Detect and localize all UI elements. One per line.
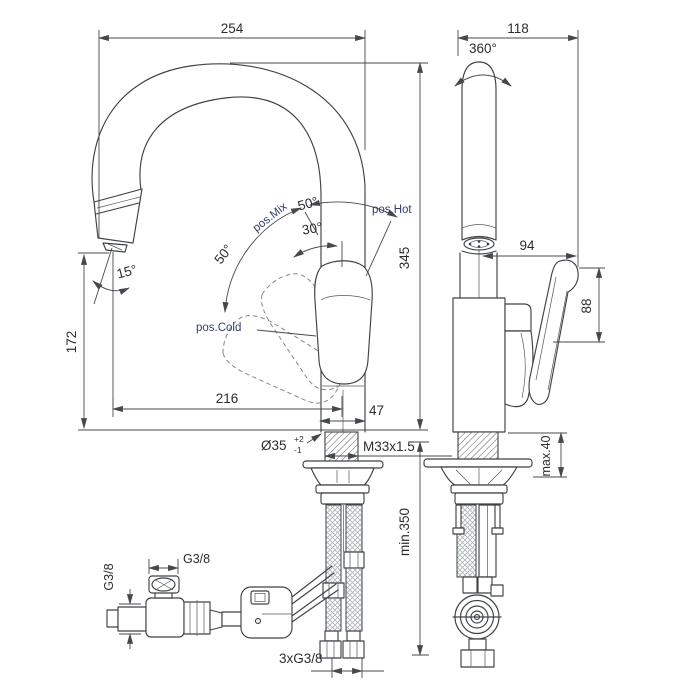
dim-spout-tilt-label: 15° <box>115 262 139 282</box>
handle-ghost-cold <box>222 315 342 404</box>
dim-hole-tol-plus: +2 <box>294 434 304 444</box>
dim-hole-tol-minus: -1 <box>294 445 302 455</box>
pos-hot-label: pos.Hot <box>372 204 412 216</box>
dim-valve-thread-top-label: G3/8 <box>183 552 210 566</box>
body-side <box>452 297 534 433</box>
hoses-front <box>319 504 365 659</box>
mounting-screw-right <box>494 504 501 529</box>
dim-hose-connections-label: 3xG3/8 <box>279 651 323 666</box>
side-view <box>423 61 579 668</box>
hose-nut-side <box>460 649 495 668</box>
dim-body-width: 47 <box>318 403 384 425</box>
deck-plate-side <box>423 458 533 505</box>
dim-shank-thread-label: M33x1.5 <box>363 439 415 454</box>
dim-mounting-hole: Ø35 +2 -1 <box>261 433 322 455</box>
dim-deck-thickness-label: max.40 <box>539 435 553 476</box>
dim-overall-width-label: 254 <box>221 21 244 36</box>
shank-side <box>457 431 499 461</box>
check-valve-block <box>240 586 293 639</box>
swivel-annotation: 360° <box>454 41 512 87</box>
dim-body-width-label: 47 <box>369 403 384 418</box>
valve-left-cap <box>106 609 119 628</box>
escutcheon-front <box>302 460 384 505</box>
handle-side <box>528 259 579 405</box>
front-view <box>91 63 384 659</box>
dim-total-height-label: 345 <box>397 247 412 270</box>
dim-overall-depth: 118 <box>456 21 580 267</box>
dim-total-height: 345 <box>230 61 428 431</box>
dim-deck-thickness: max.40 <box>508 431 567 479</box>
dim-spout-reach-label: 216 <box>216 391 239 406</box>
dim-valve-thread-top: G3/8 <box>147 552 210 574</box>
dim-overall-depth-label: 118 <box>507 21 529 36</box>
swivel-label: 360° <box>469 41 497 56</box>
dim-handle-height-label: 88 <box>579 298 594 313</box>
pos-cold-label: pos.Cold <box>196 322 241 334</box>
valve-outlet-pipe <box>221 611 243 627</box>
angle-valve-assembly <box>106 565 339 639</box>
spout-outer-curve <box>91 63 366 433</box>
dim-valve-thread-side-label: G3/8 <box>102 563 116 590</box>
dim-handle-reach-label: 94 <box>519 238 535 253</box>
dim-spout-tilt: 15° <box>92 247 139 408</box>
dim-handle-height: 88 <box>553 266 605 344</box>
dim-hose-connections: 3xG3/8 <box>279 651 384 678</box>
dim-hole-diameter-label: Ø35 <box>261 438 287 453</box>
cartridge-housing <box>504 303 532 332</box>
spout-joint-line <box>461 224 497 229</box>
handle-inner-line <box>320 295 371 301</box>
angle-hot-side-label: 50° <box>296 194 320 214</box>
spray-head <box>93 188 143 253</box>
dim-min-hose-length: min.350 <box>397 440 429 657</box>
valve-body <box>145 597 185 638</box>
dim-handle-reach: 94 <box>481 238 578 260</box>
hose-nut-right <box>342 640 365 659</box>
dim-valve-thread-side: G3/8 <box>102 563 141 649</box>
dim-overall-width: 254 <box>97 21 367 238</box>
dim-min-hose-length-label: min.350 <box>397 508 412 556</box>
dim-spout-outlet-height-label: 172 <box>64 331 79 354</box>
mounting-screw-left <box>455 504 462 529</box>
hose-nut-left <box>319 640 342 659</box>
shank-front <box>324 431 359 463</box>
angle-mix-label: 30° <box>301 219 324 237</box>
spout-inner-curve <box>139 96 322 433</box>
handle-solid <box>314 260 373 385</box>
hose-connector-right <box>343 551 365 569</box>
dim-shank-thread: M33x1.5 <box>323 439 452 460</box>
valve-left-port <box>117 606 147 632</box>
dim-spout-outlet-height: 172 <box>64 252 428 431</box>
handle-boss <box>504 330 534 408</box>
hoses-side <box>452 504 504 668</box>
